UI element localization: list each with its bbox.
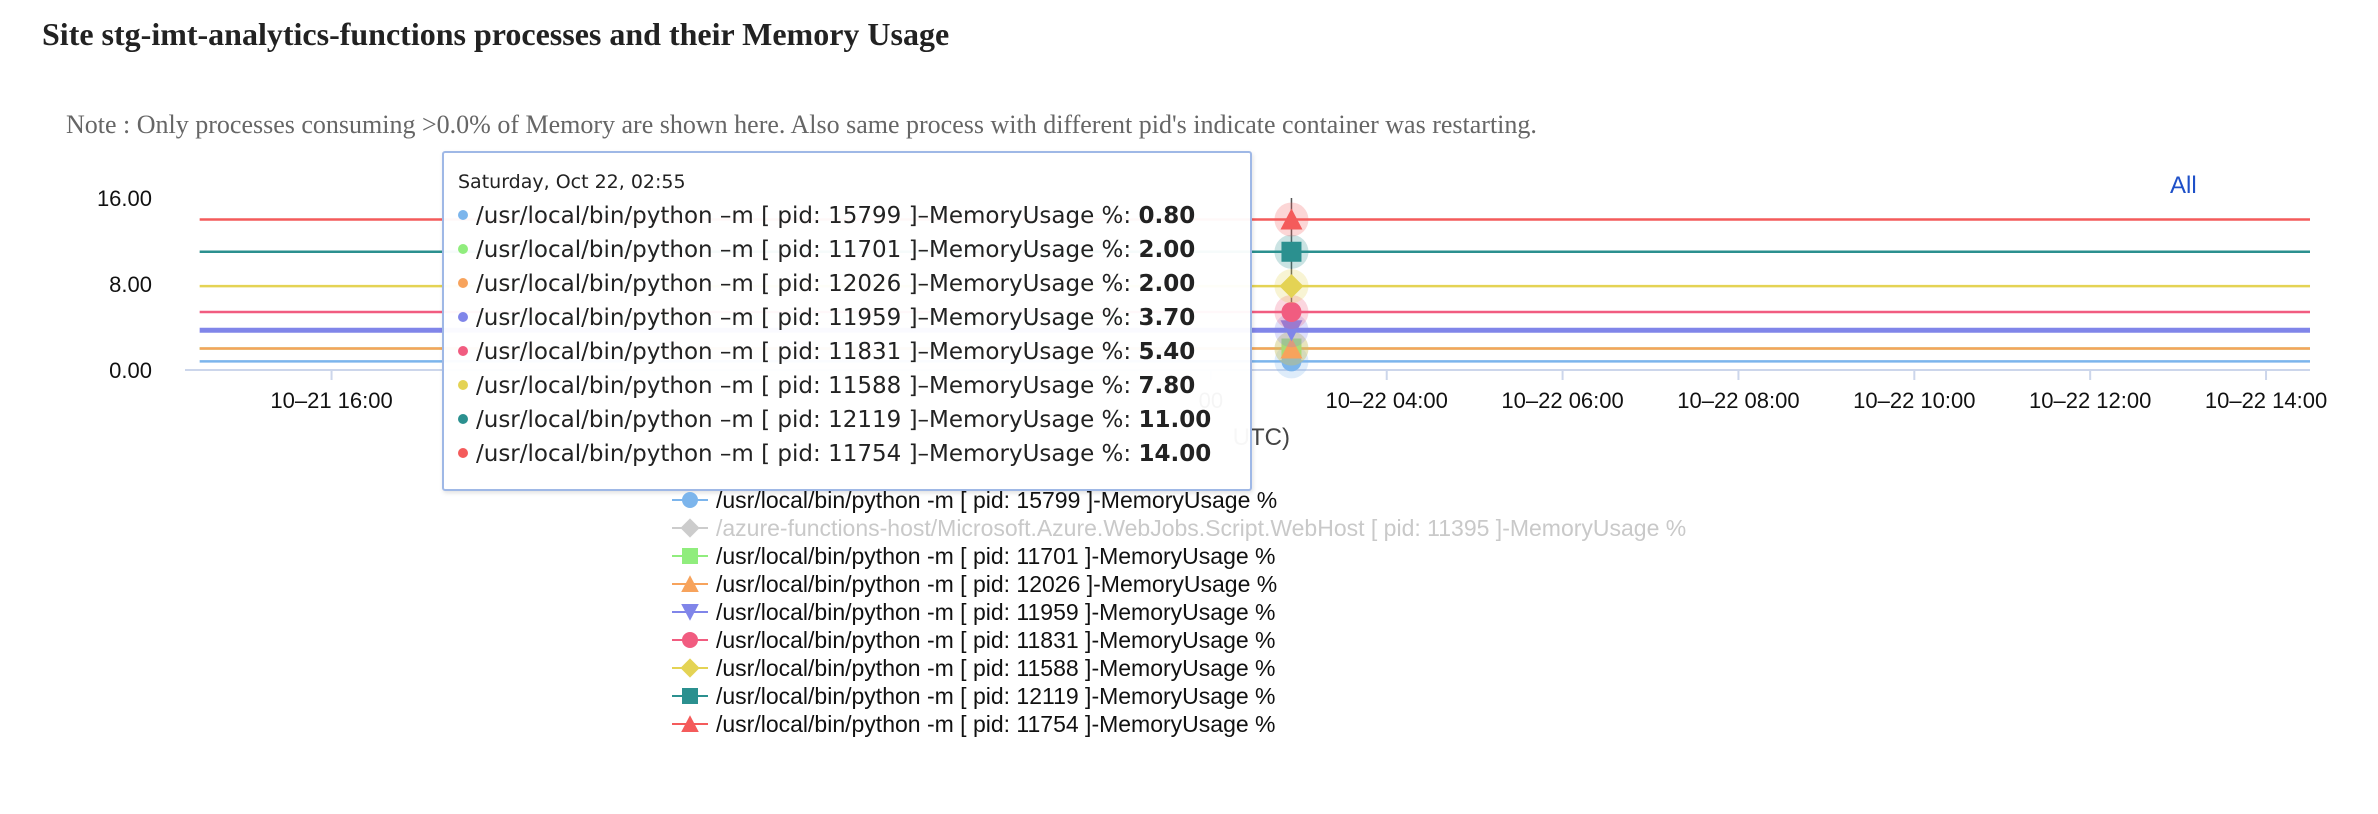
legend-label: /usr/local/bin/python -m [ pid: 11588 ]-… <box>716 655 1276 681</box>
x-tick-label: 10–21 16:00 <box>270 388 392 413</box>
tooltip-row-value: 5.40 <box>1138 339 1196 365</box>
legend-item[interactable]: /azure-functions-host/Microsoft.Azure.We… <box>672 514 1686 542</box>
legend-symbol-icon <box>672 518 708 538</box>
legend-marker <box>682 632 698 648</box>
series-dot-icon <box>458 379 468 390</box>
legend-symbol-icon <box>672 604 708 621</box>
legend-label: /azure-functions-host/Microsoft.Azure.We… <box>716 515 1687 541</box>
legend-marker <box>682 548 698 564</box>
legend-symbol-icon <box>672 688 708 704</box>
x-tick-label: 10–22 12:00 <box>2029 388 2151 413</box>
tooltip: Saturday, Oct 22, 02:55 /usr/local/bin/p… <box>442 151 1252 491</box>
range-all-button[interactable]: All <box>2170 172 2197 199</box>
legend-label: /usr/local/bin/python -m [ pid: 12119 ]-… <box>716 683 1276 709</box>
series-point <box>1281 241 1302 262</box>
legend-symbol-icon <box>672 632 708 648</box>
legend-symbol-icon <box>672 492 708 508</box>
legend-item[interactable]: /usr/local/bin/python -m [ pid: 15799 ]-… <box>672 486 1686 514</box>
legend-label: /usr/local/bin/python -m [ pid: 15799 ]-… <box>716 487 1278 513</box>
legend-marker <box>680 518 700 538</box>
tooltip-row: /usr/local/bin/python –m [ pid: 11959 ]–… <box>458 301 1250 335</box>
legend-item[interactable]: /usr/local/bin/python -m [ pid: 11959 ]-… <box>672 598 1686 626</box>
tooltip-row: /usr/local/bin/python –m [ pid: 12026 ]–… <box>458 267 1250 301</box>
tooltip-row-value: 2.00 <box>1138 271 1196 297</box>
series-dot-icon <box>458 277 468 288</box>
legend-marker <box>680 658 700 678</box>
series-dot-icon <box>458 209 468 220</box>
series-dot-icon <box>458 311 468 322</box>
tooltip-row-label: /usr/local/bin/python –m [ pid: 11701 ]–… <box>476 237 1139 263</box>
tooltip-row-value: 0.80 <box>1138 203 1196 229</box>
legend-item[interactable]: /usr/local/bin/python -m [ pid: 11701 ]-… <box>672 542 1686 570</box>
series-point <box>1279 274 1304 299</box>
legend-label: /usr/local/bin/python -m [ pid: 11754 ]-… <box>716 711 1276 737</box>
legend-label: /usr/local/bin/python -m [ pid: 11701 ]-… <box>716 543 1276 569</box>
legend-symbol-icon <box>672 548 708 564</box>
legend-marker <box>681 604 699 621</box>
tooltip-row-label: /usr/local/bin/python –m [ pid: 12026 ]–… <box>476 271 1139 297</box>
tooltip-row-value: 2.00 <box>1138 237 1196 263</box>
tooltip-row: /usr/local/bin/python –m [ pid: 11831 ]–… <box>458 335 1250 369</box>
tooltip-row-label: /usr/local/bin/python –m [ pid: 11754 ]–… <box>476 441 1139 467</box>
series-point <box>1280 208 1303 230</box>
series-point <box>1280 320 1303 342</box>
tooltip-row: /usr/local/bin/python –m [ pid: 12119 ]–… <box>458 403 1250 437</box>
legend: /usr/local/bin/python -m [ pid: 15799 ]-… <box>672 486 1686 738</box>
tooltip-row-label: /usr/local/bin/python –m [ pid: 11831 ]–… <box>476 339 1139 365</box>
x-tick-label: 10–22 04:00 <box>1326 388 1448 413</box>
series-dot-icon <box>458 447 468 458</box>
tooltip-row-label: /usr/local/bin/python –m [ pid: 15799 ]–… <box>476 203 1139 229</box>
legend-marker <box>681 715 699 732</box>
legend-label: /usr/local/bin/python -m [ pid: 11959 ]-… <box>716 599 1276 625</box>
legend-marker <box>681 575 699 592</box>
tooltip-row: /usr/local/bin/python –m [ pid: 15799 ]–… <box>458 199 1250 233</box>
tooltip-row-value: 14.00 <box>1138 441 1212 467</box>
series-dot-icon <box>458 413 468 424</box>
tooltip-row-value: 3.70 <box>1138 305 1196 331</box>
tooltip-row-label: /usr/local/bin/python –m [ pid: 12119 ]–… <box>476 407 1139 433</box>
series-point <box>1280 337 1303 359</box>
x-tick-label: 10–22 10:00 <box>1853 388 1975 413</box>
tooltip-row-value: 11.00 <box>1138 407 1212 433</box>
x-tick-label: 10–22 06:00 <box>1501 388 1623 413</box>
legend-item[interactable]: /usr/local/bin/python -m [ pid: 11588 ]-… <box>672 654 1686 682</box>
tooltip-row-label: /usr/local/bin/python –m [ pid: 11588 ]–… <box>476 373 1139 399</box>
x-tick-label: 10–22 14:00 <box>2205 388 2327 413</box>
note-text: Note : Only processes consuming >0.0% of… <box>66 110 1537 139</box>
series-dot-icon <box>458 345 468 356</box>
legend-marker <box>682 492 698 508</box>
tooltip-row: /usr/local/bin/python –m [ pid: 11754 ]–… <box>458 437 1250 471</box>
legend-label: /usr/local/bin/python -m [ pid: 12026 ]-… <box>716 571 1278 597</box>
series-point <box>1281 301 1302 322</box>
legend-item[interactable]: /usr/local/bin/python -m [ pid: 12119 ]-… <box>672 682 1686 710</box>
tooltip-row-value: 7.80 <box>1138 373 1196 399</box>
chart-title: Site stg-imt-analytics-functions process… <box>42 16 950 52</box>
tooltip-header: Saturday, Oct 22, 02:55 <box>458 171 686 193</box>
legend-label: /usr/local/bin/python -m [ pid: 11831 ]-… <box>716 627 1276 653</box>
legend-item[interactable]: /usr/local/bin/python -m [ pid: 12026 ]-… <box>672 570 1686 598</box>
y-tick-label: 8.00 <box>109 272 152 297</box>
legend-item[interactable]: /usr/local/bin/python -m [ pid: 11754 ]-… <box>672 710 1686 738</box>
legend-marker <box>682 688 698 704</box>
legend-symbol-icon <box>672 575 708 592</box>
y-tick-label: 0.00 <box>109 358 152 383</box>
legend-item[interactable]: /usr/local/bin/python -m [ pid: 11831 ]-… <box>672 626 1686 654</box>
tooltip-row: /usr/local/bin/python –m [ pid: 11701 ]–… <box>458 233 1250 267</box>
tooltip-row: /usr/local/bin/python –m [ pid: 11588 ]–… <box>458 369 1250 403</box>
y-tick-label: 16.00 <box>97 186 152 211</box>
legend-symbol-icon <box>672 658 708 678</box>
tooltip-row-label: /usr/local/bin/python –m [ pid: 11959 ]–… <box>476 305 1139 331</box>
legend-symbol-icon <box>672 715 708 732</box>
tooltip-rows: /usr/local/bin/python –m [ pid: 15799 ]–… <box>458 199 1250 471</box>
series-dot-icon <box>458 243 468 254</box>
hover-markers <box>1274 198 1309 379</box>
x-tick-label: 10–22 08:00 <box>1677 388 1799 413</box>
